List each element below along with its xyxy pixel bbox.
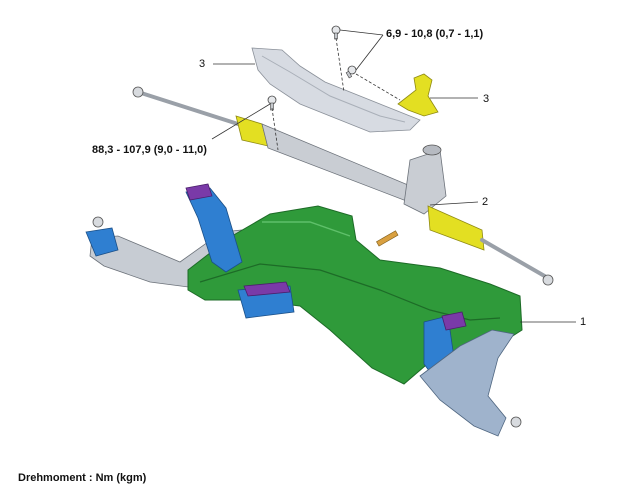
bracket-right-cap bbox=[441, 311, 467, 331]
bracket-left-tower bbox=[185, 187, 243, 273]
ball-joint-left bbox=[85, 227, 119, 257]
torque-callout-top: 6,9 - 10,8 (0,7 - 1,1) bbox=[386, 28, 484, 40]
subframe-shading bbox=[199, 263, 501, 321]
subframe-top-shading bbox=[262, 221, 351, 237]
torque-unit-note: Drehmoment : Nm (kgm) bbox=[18, 472, 147, 484]
bracket-left-cap bbox=[185, 183, 213, 201]
bracket-front-mount-top bbox=[243, 281, 291, 297]
part-label-2: 2 bbox=[482, 196, 489, 208]
heat-shield-ridge bbox=[261, 55, 406, 123]
leader-lines bbox=[211, 29, 576, 323]
bolt-middle bbox=[345, 65, 357, 79]
part-label-3-left: 3 bbox=[199, 58, 206, 70]
control-arm-right bbox=[419, 329, 515, 437]
steering-gear bbox=[132, 86, 554, 286]
bolt-top bbox=[331, 25, 341, 40]
heat-shield-small bbox=[397, 73, 439, 117]
part-label-3-right: 3 bbox=[483, 93, 490, 105]
part-label-1: 1 bbox=[580, 316, 587, 328]
heat-shield bbox=[251, 47, 421, 133]
bolt-steering bbox=[267, 95, 277, 111]
torque-callout-left: 88,3 - 107,9 (9,0 - 11,0) bbox=[92, 144, 207, 156]
